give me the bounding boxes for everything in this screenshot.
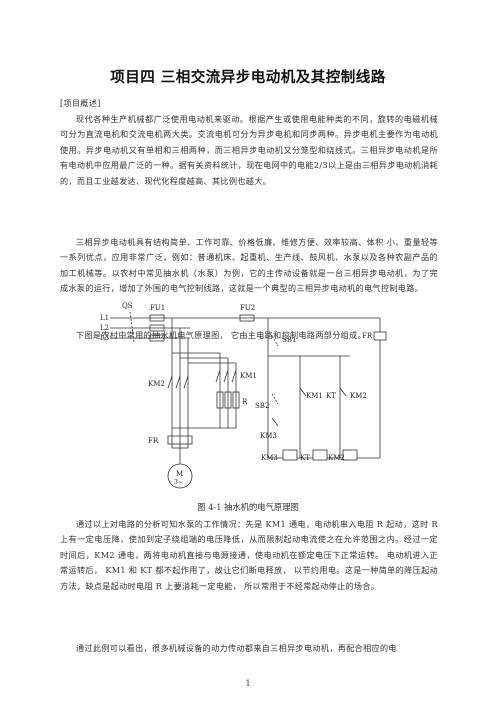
figure-caption: 图 4-1 抽水机的电气原理图 bbox=[197, 502, 299, 512]
fr-thermal-relay bbox=[167, 435, 193, 445]
label-fu2: FU2 bbox=[240, 304, 255, 312]
circuit-diagram: L1 L2 L3 QS FU1 FU2 KM2 KM1 bbox=[100, 302, 387, 489]
paragraph-intro: 现代各种生产机械都广泛使用电动机来驱动。根据产生或使用电能种类的不同，旋转的电磁… bbox=[60, 114, 438, 186]
paragraph-advantages: 三相异步电动机具有结构简单、工作可靠、价格低廉、维修方便、效率较高、体积 小、重… bbox=[60, 237, 438, 294]
label-r: R bbox=[242, 398, 248, 406]
page-number: 1 bbox=[245, 679, 251, 688]
label-fr-main: FR bbox=[148, 437, 159, 445]
section-label: [项目概述] bbox=[60, 98, 101, 108]
label-motor-3: 3~ bbox=[174, 479, 183, 486]
label-kt-coil: KT bbox=[300, 454, 310, 462]
label-km3-ctrl: KM3 bbox=[260, 432, 277, 440]
control-circuit bbox=[267, 318, 387, 461]
label-l2: L2 bbox=[100, 324, 109, 332]
label-qs: QS bbox=[122, 302, 133, 310]
starting-resistors bbox=[216, 391, 240, 409]
km2-main-contacts bbox=[167, 375, 189, 389]
main-feeders bbox=[171, 318, 237, 448]
label-sb2: SB2 bbox=[255, 402, 269, 410]
fu1-fuses bbox=[149, 314, 165, 342]
fu2-fuse bbox=[239, 314, 255, 322]
qs-switch bbox=[129, 311, 135, 343]
label-l3: L3 bbox=[100, 334, 109, 342]
km1-main-contacts bbox=[215, 369, 237, 383]
label-km2-main: KM2 bbox=[148, 380, 165, 388]
label-km2-coil: KM2 bbox=[328, 454, 345, 462]
label-km3-coil: KM3 bbox=[261, 454, 278, 462]
label-motor-m: M bbox=[176, 470, 183, 478]
label-sb1: SB1 bbox=[282, 336, 296, 344]
motor-symbol bbox=[167, 463, 193, 489]
label-kt-ctrl: KT bbox=[326, 392, 336, 400]
label-fu1: FU1 bbox=[150, 304, 165, 312]
label-km1-main: KM1 bbox=[240, 372, 257, 380]
label-km1-ctrl: KM1 bbox=[306, 392, 323, 400]
label-km2-ctrl: KM2 bbox=[350, 392, 367, 400]
paragraph-figure-intro: 下图是农村中常用的抽水机电气原理图， 它由主电路和控制电路两部分组成。 bbox=[76, 330, 367, 340]
label-fr-ctrl: FR bbox=[362, 332, 373, 340]
motor-feed bbox=[172, 427, 236, 464]
page-title: 项目四 三相交流异步电动机及其控制线路 bbox=[110, 70, 386, 86]
paragraph-conclusion: 通过此例可以看出，很多机械设备的动力传动都来自三相异步电动机，再配合相应的电 bbox=[76, 643, 397, 653]
paragraph-analysis: 通过以上对电路的分析可知水泵的工作情况：先是 KM1 通电，电动机串入电阻 R … bbox=[60, 519, 438, 591]
label-l1: L1 bbox=[100, 314, 109, 322]
